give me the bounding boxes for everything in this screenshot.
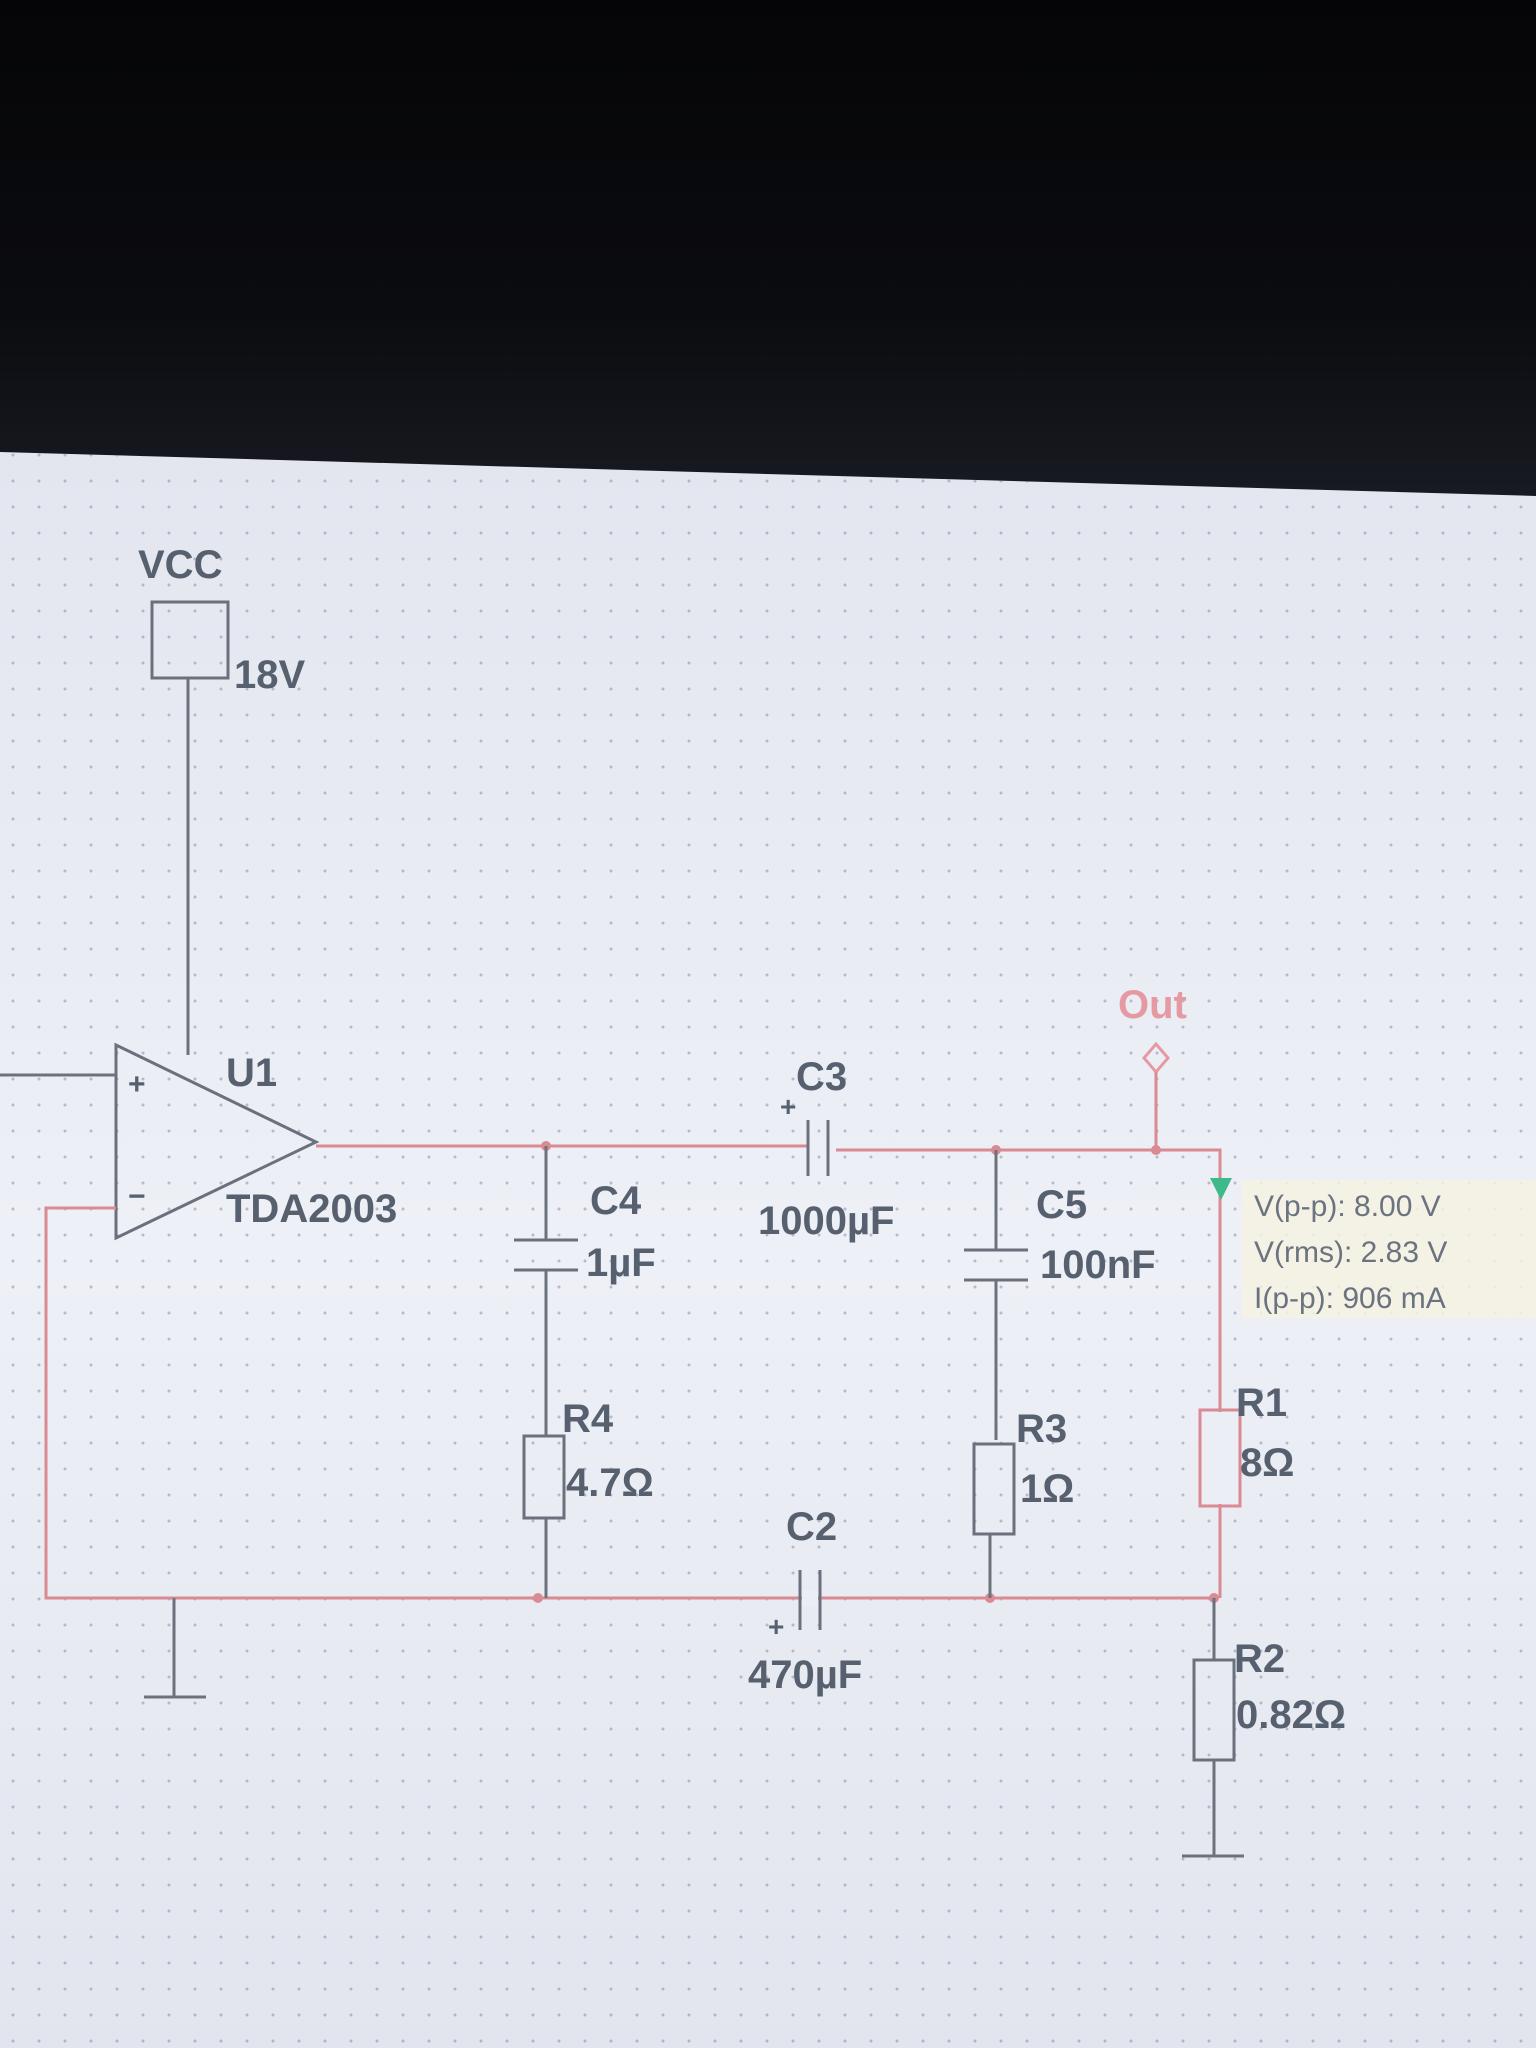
opamp-triangle-icon [114,1042,320,1241]
vcc-terminal-icon [150,600,230,680]
r4-ref: R4 [562,1397,614,1441]
c4-value: 1µF [586,1241,656,1285]
capacitor-c3[interactable]: + C3 1000µF [758,1055,894,1243]
c2-gap [802,1590,818,1606]
c4-ref: C4 [590,1179,642,1223]
r3-value: 1Ω [1020,1467,1074,1511]
opamp-minus-pin: − [128,1180,146,1213]
resistor-r4-icon [522,1434,566,1520]
r2-ref: R2 [1234,1637,1285,1681]
r1-body [1202,1412,1238,1504]
vcc-label: VCC [138,543,222,587]
amplifier-u1[interactable]: + − U1 TDA2003 [114,1042,397,1241]
c5-ref: C5 [1036,1183,1087,1227]
opamp-model-label: TDA2003 [226,1187,397,1231]
junction-dot [533,1593,543,1603]
grid-dots [0,452,1536,2048]
c2-polarity: + [768,1611,784,1642]
capacitor-c2[interactable]: + C2 470µF [748,1505,862,1697]
opamp-plus-pin: + [128,1068,146,1101]
capacitor-c5-icon [964,1248,1028,1282]
probe-ipp: I(p-p): 906 mA [1254,1282,1446,1315]
vcc-voltage: 18V [234,653,305,697]
probe-vpp: V(p-p): 8.00 V [1254,1190,1441,1223]
capacitor-c4[interactable]: C4 1µF [514,1179,656,1285]
capacitor-c3-icon [806,1120,830,1176]
r2-value: 0.82Ω [1236,1693,1346,1737]
c2-value: 470µF [748,1653,862,1697]
output-label: Out [1118,983,1187,1027]
r1-value: 8Ω [1240,1441,1294,1485]
probe-marker-icon [1210,1178,1232,1200]
capacitor-c2-icon [798,1570,822,1630]
r1-ref: R1 [1236,1381,1287,1425]
resistor-r2-icon [1192,1658,1236,1762]
resistor-r1[interactable]: R1 8Ω [1198,1381,1294,1508]
output-connector[interactable]: Out [1118,983,1187,1150]
resistor-r3-icon [972,1442,1016,1536]
capacitor-c4-icon [514,1238,578,1272]
c3-value: 1000µF [758,1199,894,1243]
resistor-r4[interactable]: R4 4.7Ω [522,1397,654,1520]
resistor-r1-icon [1198,1408,1242,1508]
capacitor-c5[interactable]: C5 100nF [964,1183,1156,1287]
c3-ref: C3 [796,1055,847,1099]
vcc-supply[interactable]: VCC 18V [138,543,305,697]
resistor-r3[interactable]: R3 1Ω [972,1407,1074,1536]
probe-vrms: V(rms): 2.83 V [1254,1236,1447,1269]
c5-value: 100nF [1040,1243,1156,1287]
c5-r3-wire [988,1150,998,1598]
measurement-probe[interactable]: V(p-p): 8.00 V V(rms): 2.83 V I(p-p): 90… [1210,1178,1536,1318]
resistor-r2[interactable]: R2 0.82Ω [1192,1637,1346,1762]
c2-ref: C2 [786,1505,837,1549]
opamp-ref-label: U1 [226,1051,277,1095]
feedback-wire [44,1206,1214,1600]
r4-value: 4.7Ω [566,1461,654,1505]
c3-polarity: + [780,1091,796,1122]
background-dark-area [0,0,1536,520]
probe-readout-box [1242,1180,1536,1318]
r3-ref: R3 [1016,1407,1067,1451]
